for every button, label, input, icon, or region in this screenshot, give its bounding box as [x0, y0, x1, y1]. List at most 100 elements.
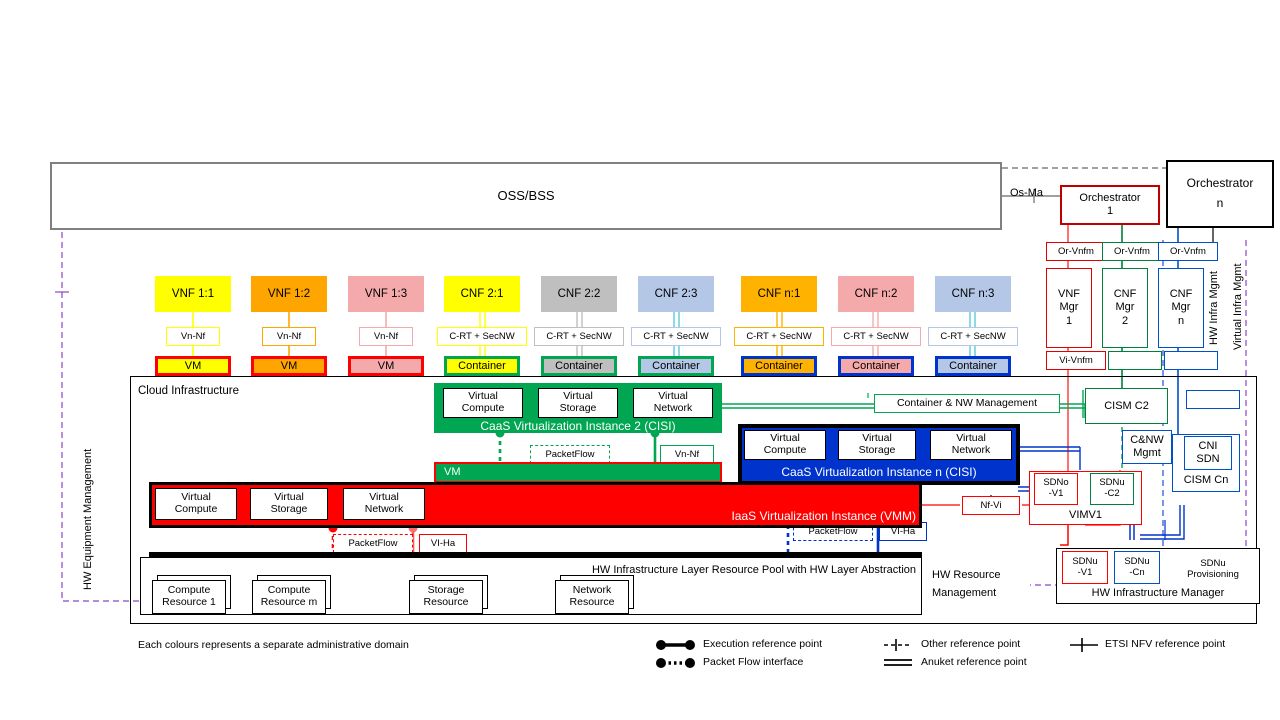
hw-pool-title-text: HW Infrastructure Layer Resource Pool wi…: [591, 564, 916, 576]
orchestrator-1-line2: 1: [1106, 205, 1114, 217]
cnw-mgmt-box[interactable]: C&NW Mgmt: [1122, 430, 1172, 464]
nf-label: VNF 1:3: [364, 288, 408, 300]
unit-vm-3[interactable]: VM: [348, 356, 424, 376]
sdno-v1-box[interactable]: SDNo -V1: [1034, 473, 1078, 505]
vi-ha-label: VI-Ha: [430, 538, 456, 549]
orchestrator-n-box[interactable]: Orchestrator n: [1166, 160, 1274, 228]
hwrm-l1: HW Resource: [932, 569, 1001, 581]
unit-label: Container: [555, 360, 603, 372]
nf-box-cnf-2-2[interactable]: CNF 2:2: [541, 276, 617, 312]
rp-chip-vnf-1-3[interactable]: Vn-Nf: [359, 327, 413, 346]
container-nw-management-box[interactable]: Container & NW Management: [874, 394, 1060, 413]
admin-domain-footnote: Each colours represents a separate admin…: [138, 639, 409, 651]
cnf-mgr-n-box[interactable]: CNF Mgr n: [1158, 268, 1204, 348]
unit-label: VM: [280, 360, 298, 372]
vi-vnfm-chip-blue-2[interactable]: [1186, 390, 1240, 409]
unit-container-n-3[interactable]: Container: [935, 356, 1011, 376]
nf-box-cnf-n-3[interactable]: CNF n:3: [935, 276, 1011, 312]
oss-bss-box[interactable]: OSS/BSS: [50, 162, 1002, 230]
sdnu-prov-l2: Provisioning: [1187, 569, 1239, 580]
nf-box-vnf-1-1[interactable]: VNF 1:1: [155, 276, 231, 312]
orchestrator-1-line1: Orchestrator: [1079, 192, 1141, 205]
rp-chip-cnf-n-3[interactable]: C-RT + SecNW: [928, 327, 1018, 346]
rp-chip-cnf-2-3[interactable]: C-RT + SecNW: [631, 327, 721, 346]
vs-l2: Storage: [858, 444, 896, 456]
rp-label: C-RT + SecNW: [746, 331, 812, 342]
or-vnfm-chip-1[interactable]: Or-Vnfm: [1046, 242, 1106, 261]
hw-pool-title: HW Infrastructure Layer Resource Pool wi…: [480, 560, 916, 578]
cnf-mgr-n-l3: n: [1177, 314, 1185, 327]
iaas-title-text: IaaS Virtualization Instance (VMM): [731, 509, 916, 523]
vnf-mgr-1-box[interactable]: VNF Mgr 1: [1046, 268, 1092, 348]
legend-label-other: Other reference point: [921, 638, 1021, 650]
packetflow-label: PacketFlow: [808, 526, 858, 537]
unit-container-2-1[interactable]: Container: [444, 356, 520, 376]
sdnu-c2-l1: SDNu: [1099, 477, 1125, 489]
unit-container-n-2[interactable]: Container: [838, 356, 914, 376]
cr1-l1: Compute: [167, 584, 211, 597]
vn-l1: Virtual: [658, 390, 688, 403]
sdnu-provisioning-box[interactable]: SDNu Provisioning: [1176, 556, 1250, 584]
vi-vnfm-chip-blue[interactable]: [1164, 351, 1218, 370]
cni-sdn-box[interactable]: CNI SDN: [1184, 436, 1232, 470]
nf-vi-chip[interactable]: Nf-Vi: [962, 496, 1020, 515]
rp-chip-cnf-2-2[interactable]: C-RT + SecNW: [534, 327, 624, 346]
cnf-mgr-2-box[interactable]: CNF Mgr 2: [1102, 268, 1148, 348]
vn-l2: Network: [653, 402, 693, 414]
rp-chip-cnf-2-1[interactable]: C-RT + SecNW: [437, 327, 527, 346]
crm-l1: Compute: [267, 584, 311, 597]
rp-chip-cnf-n-1[interactable]: C-RT + SecNW: [734, 327, 824, 346]
nf-box-vnf-1-2[interactable]: VNF 1:2: [251, 276, 327, 312]
rp-chip-vnf-1-2[interactable]: Vn-Nf: [262, 327, 316, 346]
sdnu-v1-box[interactable]: SDNu -V1: [1062, 551, 1108, 584]
vc-l2: Compute: [461, 402, 505, 414]
sdnu-c2-box[interactable]: SDNu -C2: [1090, 473, 1134, 505]
vi-vnfm-label: Vi-Vnfm: [1059, 355, 1093, 366]
unit-vm-1[interactable]: VM: [155, 356, 231, 376]
os-ma-label: Os-Ma: [1010, 187, 1043, 199]
vs-l2: Storage: [270, 503, 308, 515]
caas-n-title: CaaS Virtualization Instance n (CISI): [738, 464, 1020, 480]
unit-container-n-1[interactable]: Container: [741, 356, 817, 376]
nf-box-cnf-2-1[interactable]: CNF 2:1: [444, 276, 520, 312]
cism-c2-box[interactable]: CISM C2: [1085, 388, 1168, 424]
rp-chip-vnf-1-1[interactable]: Vn-Nf: [166, 327, 220, 346]
cnf-mgr-2-l3: 2: [1121, 314, 1129, 327]
packetflow-label: PacketFlow: [348, 538, 398, 549]
unit-vm-2[interactable]: VM: [251, 356, 327, 376]
nf-box-vnf-1-3[interactable]: VNF 1:3: [348, 276, 424, 312]
sdnu-prov-l1: SDNu: [1200, 558, 1226, 570]
cnf-mgr-n-l1: CNF: [1169, 288, 1193, 301]
unit-container-2-3[interactable]: Container: [638, 356, 714, 376]
orchestrator-1-box[interactable]: Orchestrator 1: [1060, 185, 1160, 225]
or-vnfm-chip-3[interactable]: Or-Vnfm: [1158, 242, 1218, 261]
nf-box-cnf-n-1[interactable]: CNF n:1: [741, 276, 817, 312]
unit-container-2-2[interactable]: Container: [541, 356, 617, 376]
vi-vnfm-chip-green[interactable]: [1108, 351, 1162, 370]
vi-vnfm-chip[interactable]: Vi-Vnfm: [1046, 351, 1106, 370]
sdnu-cn-box[interactable]: SDNu -Cn: [1114, 551, 1160, 584]
nf-box-cnf-2-3[interactable]: CNF 2:3: [638, 276, 714, 312]
nf-box-cnf-n-2[interactable]: CNF n:2: [838, 276, 914, 312]
cnf-mgr-2-l2: Mgr: [1115, 301, 1135, 314]
nf-label: VNF 1:2: [267, 288, 311, 300]
vc-l1: Virtual: [770, 432, 800, 445]
rp-chip-cnf-n-2[interactable]: C-RT + SecNW: [831, 327, 921, 346]
unit-label: Container: [852, 360, 900, 372]
nf-vi-label: Nf-Vi: [980, 500, 1002, 511]
vn-l2: Network: [364, 503, 404, 515]
unit-label: VM: [377, 360, 395, 372]
